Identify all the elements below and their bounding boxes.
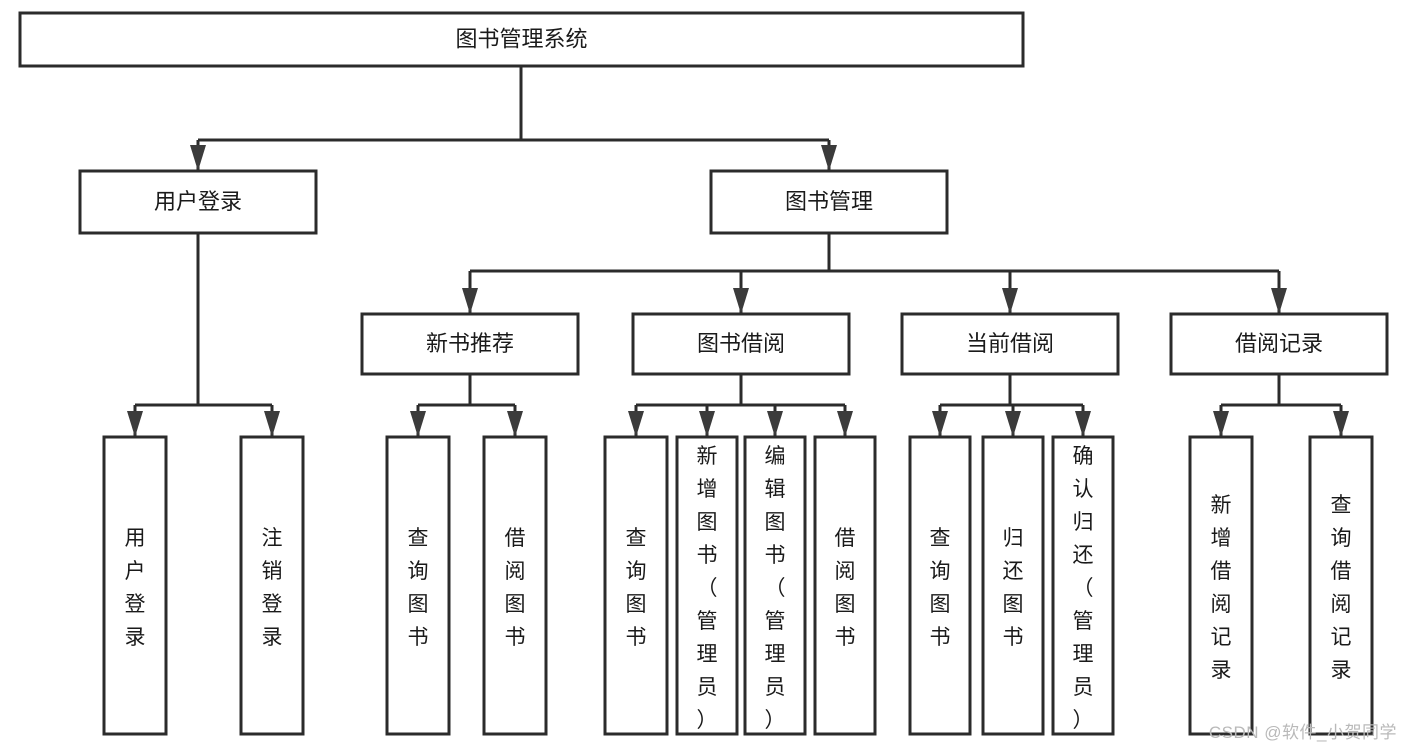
node-book-borrow[interactable]: 图书借阅 (631, 312, 851, 376)
node-label-book-borrow: 图书借阅 (697, 331, 785, 356)
node-box-leaf-bb-edit[interactable] (743, 435, 807, 736)
node-label-leaf-bb-add: 新增图书（管理员） (697, 445, 718, 732)
edges-layer (127, 66, 1349, 437)
node-box-book-borrow[interactable] (631, 312, 851, 376)
arrow-head-icon (767, 411, 783, 437)
node-box-leaf-rec-query[interactable] (385, 435, 451, 736)
edge-group-book-manage (462, 233, 1287, 314)
node-leaf-bl-add[interactable]: 新增借阅记录 (1188, 435, 1254, 736)
node-label-leaf-cb-query: 查询图书 (930, 527, 951, 649)
node-box-leaf-bl-query[interactable] (1308, 435, 1374, 736)
arrow-head-icon (1075, 411, 1091, 437)
node-label-user-login: 用户登录 (154, 189, 242, 214)
node-leaf-user-logout[interactable]: 注销登录 (239, 435, 305, 736)
arrow-head-icon (932, 411, 948, 437)
arrow-head-icon (837, 411, 853, 437)
edge-group-user-login (127, 233, 280, 437)
node-leaf-bb-edit[interactable]: 编辑图书（管理员） (743, 435, 807, 736)
node-new-book-rec[interactable]: 新书推荐 (360, 312, 580, 376)
node-cur-borrow[interactable]: 当前借阅 (900, 312, 1120, 376)
node-box-book-manage[interactable] (709, 169, 949, 235)
arrow-head-icon (628, 411, 644, 437)
node-label-leaf-bb-edit: 编辑图书（管理员） (765, 445, 786, 732)
node-leaf-user-login[interactable]: 用户登录 (102, 435, 168, 736)
node-box-leaf-cb-return[interactable] (981, 435, 1045, 736)
nodes-layer: 图书管理系统用户登录图书管理新书推荐图书借阅当前借阅借阅记录用户登录注销登录查询… (18, 11, 1389, 736)
arrow-head-icon (1333, 411, 1349, 437)
node-leaf-bb-borrow[interactable]: 借阅图书 (813, 435, 877, 736)
arrow-head-icon (410, 411, 426, 437)
arrow-head-icon (462, 288, 478, 314)
node-box-leaf-bb-add[interactable] (675, 435, 739, 736)
node-label-cur-borrow: 当前借阅 (966, 331, 1054, 356)
node-label-leaf-user-login: 用户登录 (125, 527, 146, 649)
node-box-leaf-bb-query[interactable] (603, 435, 669, 736)
node-label-book-manage: 图书管理 (785, 189, 873, 214)
node-box-user-login[interactable] (78, 169, 318, 235)
arrow-head-icon (699, 411, 715, 437)
node-leaf-bb-add[interactable]: 新增图书（管理员） (675, 435, 739, 736)
arrow-head-icon (821, 145, 837, 171)
node-label-leaf-rec-borrow: 借阅图书 (505, 527, 526, 649)
node-box-leaf-user-login[interactable] (102, 435, 168, 736)
node-user-login[interactable]: 用户登录 (78, 169, 318, 235)
node-leaf-cb-confirm[interactable]: 确认归还（管理员） (1051, 435, 1115, 736)
node-root[interactable]: 图书管理系统 (18, 11, 1025, 68)
arrow-head-icon (1213, 411, 1229, 437)
arrow-head-icon (264, 411, 280, 437)
node-label-leaf-bl-query: 查询借阅记录 (1331, 494, 1352, 682)
node-leaf-cb-return[interactable]: 归还图书 (981, 435, 1045, 736)
node-box-leaf-bl-add[interactable] (1188, 435, 1254, 736)
node-label-leaf-cb-return: 归还图书 (1003, 527, 1024, 649)
node-box-leaf-cb-confirm[interactable] (1051, 435, 1115, 736)
arrow-head-icon (733, 288, 749, 314)
edge-group-book-borrow (628, 374, 853, 437)
node-label-leaf-bb-borrow: 借阅图书 (835, 527, 856, 649)
arrow-head-icon (1271, 288, 1287, 314)
node-book-manage[interactable]: 图书管理 (709, 169, 949, 235)
edge-group-new-book-rec (410, 374, 523, 437)
node-leaf-rec-query[interactable]: 查询图书 (385, 435, 451, 736)
node-box-root[interactable] (18, 11, 1025, 68)
node-label-leaf-cb-confirm: 确认归还（管理员） (1073, 445, 1094, 732)
node-box-leaf-rec-borrow[interactable] (482, 435, 548, 736)
edge-group-cur-borrow (932, 374, 1091, 437)
arrow-head-icon (1002, 288, 1018, 314)
node-box-leaf-cb-query[interactable] (908, 435, 972, 736)
edge-group-root (190, 66, 837, 171)
node-label-leaf-rec-query: 查询图书 (408, 527, 429, 649)
node-label-new-book-rec: 新书推荐 (426, 331, 514, 356)
node-label-leaf-bl-add: 新增借阅记录 (1211, 494, 1232, 682)
arrow-head-icon (190, 145, 206, 171)
arrow-head-icon (507, 411, 523, 437)
node-box-new-book-rec[interactable] (360, 312, 580, 376)
node-leaf-rec-borrow[interactable]: 借阅图书 (482, 435, 548, 736)
node-borrow-log[interactable]: 借阅记录 (1169, 312, 1389, 376)
arrow-head-icon (1005, 411, 1021, 437)
node-leaf-bb-query[interactable]: 查询图书 (603, 435, 669, 736)
node-label-root: 图书管理系统 (455, 26, 587, 51)
node-box-borrow-log[interactable] (1169, 312, 1389, 376)
arrow-head-icon (127, 411, 143, 437)
edge-group-borrow-log (1213, 374, 1349, 437)
node-box-cur-borrow[interactable] (900, 312, 1120, 376)
node-label-leaf-user-logout: 注销登录 (262, 527, 283, 649)
node-box-leaf-bb-borrow[interactable] (813, 435, 877, 736)
node-leaf-bl-query[interactable]: 查询借阅记录 (1308, 435, 1374, 736)
node-leaf-cb-query[interactable]: 查询图书 (908, 435, 972, 736)
node-box-leaf-user-logout[interactable] (239, 435, 305, 736)
node-label-leaf-bb-query: 查询图书 (626, 527, 647, 649)
node-label-borrow-log: 借阅记录 (1235, 331, 1323, 356)
